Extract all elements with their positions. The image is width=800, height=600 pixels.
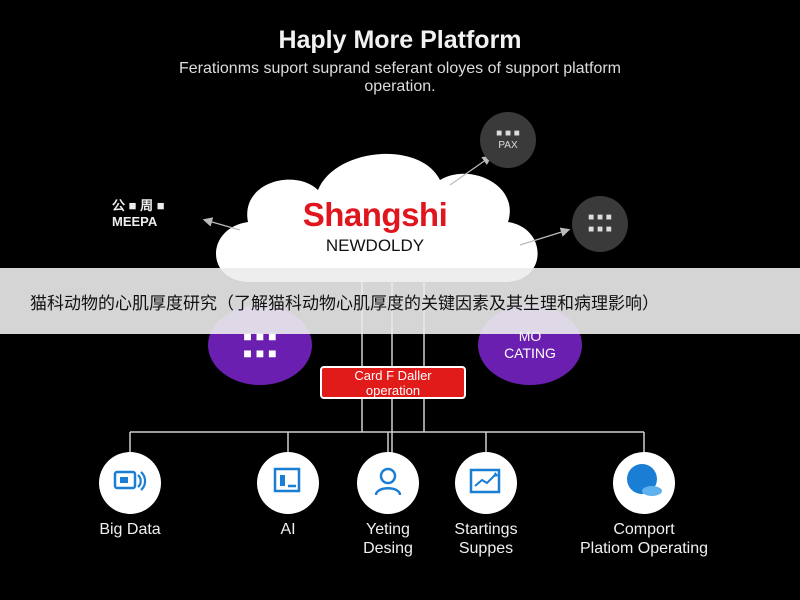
module-3-line1: Yeting (366, 521, 410, 538)
satellite-left-line2: MEEPA (112, 214, 158, 229)
module-label-startings: Startings Suppes (401, 520, 571, 558)
purple-left-line2: ■ ■ ■ (243, 345, 277, 361)
bubble-icon (622, 461, 666, 506)
satellite-top-right-line1: ■ ■ ■ (496, 128, 520, 139)
satellite-node-mid-right: ■ ■ ■ ■ ■ ■ (572, 196, 628, 252)
satellite-left-line1: 公 ■ 周 ■ (112, 198, 165, 213)
module-4-line2: Suppes (458, 540, 514, 557)
satellite-mid-right-line2: ■ ■ ■ (588, 224, 612, 235)
module-platform-operating (613, 452, 675, 514)
module-label-design: Yeting Desing (303, 520, 473, 558)
module-3-line2: Desing (363, 540, 413, 557)
ai-icon (271, 466, 305, 501)
module-big-data (99, 452, 161, 514)
center-box-line2: operation (365, 382, 421, 398)
module-2-line1: AI (280, 521, 296, 538)
connector-left (202, 217, 241, 231)
module-design (357, 452, 419, 514)
cloud-shape (215, 153, 538, 282)
brand-subtitle: NEWDOLDY (325, 236, 425, 255)
module-label-platform-operating: Comport Platiom Operating (559, 520, 729, 558)
center-box-line1: Card F Daller (354, 367, 432, 383)
banner-text: 猫科动物的心肌厚度研究（了解猫科动物心肌厚度的关键因素及其生理和病理影响） (30, 293, 659, 314)
satellite-mid-right-line1: ■ ■ ■ (588, 212, 612, 223)
big-data-icon (112, 467, 148, 500)
chart-icon (468, 466, 504, 501)
overlay-banner: 猫科动物的心肌厚度研究（了解猫科动物心肌厚度的关键因素及其生理和病理影响） (0, 268, 800, 334)
satellite-label-left: 公 ■ 周 ■ MEEPA (112, 198, 212, 230)
module-5-line1: Comport (613, 521, 675, 538)
user-icon (372, 465, 404, 502)
center-operation-box: Card F Daller operation (320, 366, 466, 399)
module-4-line1: Startings (454, 521, 518, 538)
module-startings (455, 452, 517, 514)
purple-right-line2: CATING (504, 345, 556, 361)
cloud-label: Shangshi NEWDOLDY (270, 196, 480, 256)
page-subtitle: Ferationms suport suprand seferant oloye… (179, 60, 621, 95)
module-label-ai: AI (203, 520, 373, 539)
module-5-line2: Platiom Operating (579, 540, 709, 557)
module-label-big-data: Big Data (45, 520, 215, 539)
connector-mid-right (519, 227, 571, 246)
brand-name: Shangshi (302, 196, 448, 233)
connector-top-right (449, 155, 492, 186)
satellite-top-right-line2: PAX (498, 140, 518, 151)
page-title: Haply More Platform (278, 26, 522, 54)
module-ai (257, 452, 319, 514)
satellite-node-top-right: ■ ■ ■ PAX (480, 112, 536, 168)
module-1-line1: Big Data (99, 521, 161, 538)
